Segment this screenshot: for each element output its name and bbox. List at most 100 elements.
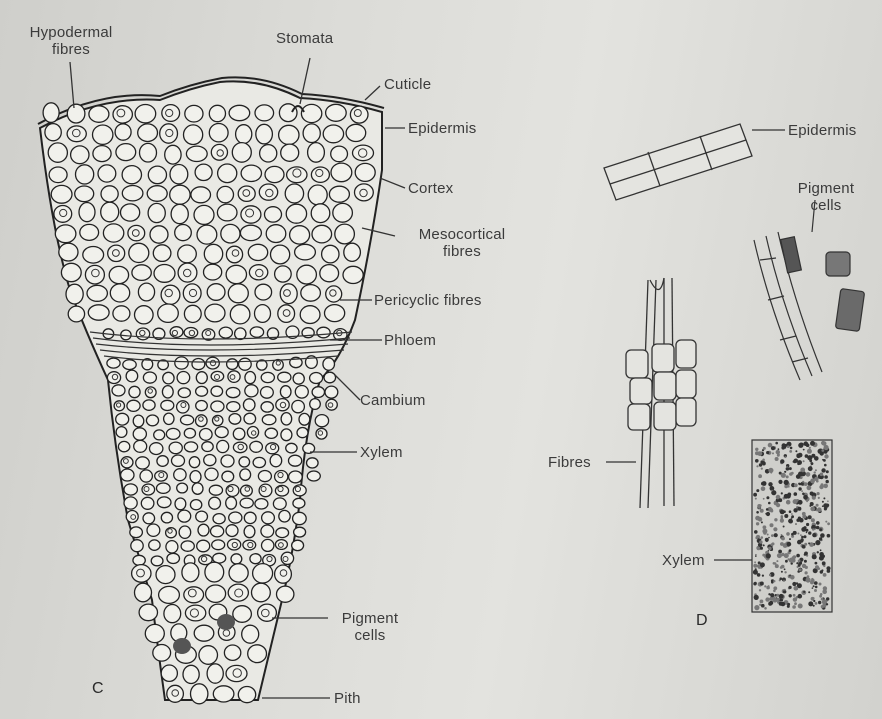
- xylem-speckle: [784, 456, 786, 458]
- xylem-speckle: [789, 586, 792, 589]
- cell: [289, 455, 302, 466]
- xylem-speckle: [804, 482, 808, 486]
- xylem-speckle: [808, 591, 810, 593]
- xylem-speckle: [775, 457, 779, 461]
- xylem-speckle: [802, 481, 804, 483]
- xylem-speckle: [780, 566, 783, 569]
- xylem-speckle: [759, 463, 762, 466]
- xylem-speckle: [793, 594, 796, 597]
- xylem-speckle: [819, 528, 822, 531]
- cell: [262, 539, 274, 551]
- xylem-speckle: [822, 501, 824, 503]
- xylem-speckle: [791, 513, 793, 515]
- cell: [279, 510, 290, 522]
- label-xylem-d: Xylem: [662, 552, 705, 569]
- cell: [190, 471, 201, 483]
- xylem-speckle: [783, 590, 786, 593]
- cell: [161, 512, 172, 523]
- cell: [116, 413, 129, 425]
- cell: [143, 513, 155, 524]
- cell: [323, 125, 343, 143]
- cell: [279, 125, 299, 144]
- cell: [239, 457, 250, 467]
- cell: [182, 563, 199, 582]
- xylem-speckle: [823, 459, 826, 462]
- xylem-speckle: [796, 562, 798, 564]
- cell: [261, 387, 274, 399]
- cell: [85, 265, 104, 284]
- fibres-d: [606, 278, 696, 508]
- xylem-speckle: [774, 533, 778, 537]
- xylem-speckle: [760, 539, 762, 541]
- cell: [205, 468, 218, 480]
- cell: [247, 427, 258, 439]
- xylem-speckle: [819, 595, 822, 598]
- cell: [226, 246, 242, 263]
- cell: [228, 584, 248, 601]
- xylem-speckle: [755, 568, 757, 570]
- xylem-speckle: [793, 499, 798, 504]
- xylem-speckle: [820, 549, 822, 551]
- xylem-speckle: [763, 544, 765, 546]
- cell: [331, 163, 352, 182]
- cell: [164, 413, 174, 424]
- cell: [184, 428, 195, 438]
- cell: [185, 605, 205, 621]
- cell: [227, 359, 238, 370]
- cell: [229, 512, 242, 523]
- xylem-speckle: [811, 462, 814, 465]
- cell: [307, 458, 319, 468]
- cell: [286, 204, 306, 223]
- cell: [248, 244, 267, 260]
- xylem-speckle: [804, 560, 807, 563]
- cell: [244, 413, 256, 424]
- xylem-speckle: [756, 465, 758, 467]
- cell: [232, 143, 251, 163]
- xylem-speckle: [766, 451, 769, 454]
- cell: [165, 145, 181, 164]
- xylem-speckle: [799, 568, 802, 571]
- xylem-speckle: [823, 497, 825, 499]
- cell: [79, 203, 95, 222]
- cell: [226, 665, 247, 681]
- cell: [161, 285, 180, 304]
- xylem-speckle: [756, 489, 759, 492]
- cell: [260, 145, 277, 162]
- xylem-speckle: [762, 481, 767, 486]
- xylem-speckle: [789, 467, 792, 470]
- xylem-speckle: [769, 597, 773, 601]
- xylem-speckle: [761, 468, 763, 470]
- xylem-speckle: [774, 601, 776, 603]
- xylem-speckle: [764, 607, 767, 610]
- cell: [109, 266, 128, 283]
- cell: [138, 283, 154, 301]
- cell: [143, 400, 155, 410]
- cell: [280, 284, 297, 304]
- cell: [307, 471, 320, 481]
- cell: [266, 225, 286, 243]
- cell: [202, 442, 213, 452]
- cell: [265, 166, 284, 182]
- xylem-speckle: [755, 448, 758, 451]
- xylem-speckle: [804, 553, 807, 556]
- cell: [235, 328, 246, 340]
- cell: [184, 442, 197, 452]
- cell: [136, 328, 149, 340]
- xylem-speckle: [757, 451, 762, 456]
- cell: [229, 414, 241, 425]
- cell: [194, 625, 214, 641]
- xylem-speckle: [763, 531, 767, 535]
- cell: [209, 105, 225, 121]
- xylem-speckle: [798, 564, 801, 567]
- cell: [308, 143, 325, 163]
- cell: [233, 428, 245, 440]
- xylem-speckle: [779, 594, 784, 599]
- xylem-speckle: [801, 536, 804, 539]
- xylem-speckle: [784, 568, 786, 570]
- cell: [127, 400, 140, 411]
- cell: [170, 185, 190, 204]
- cell: [331, 146, 348, 162]
- xylem-speckle: [768, 468, 773, 473]
- cell: [147, 524, 160, 536]
- xylem-speckle: [805, 571, 808, 574]
